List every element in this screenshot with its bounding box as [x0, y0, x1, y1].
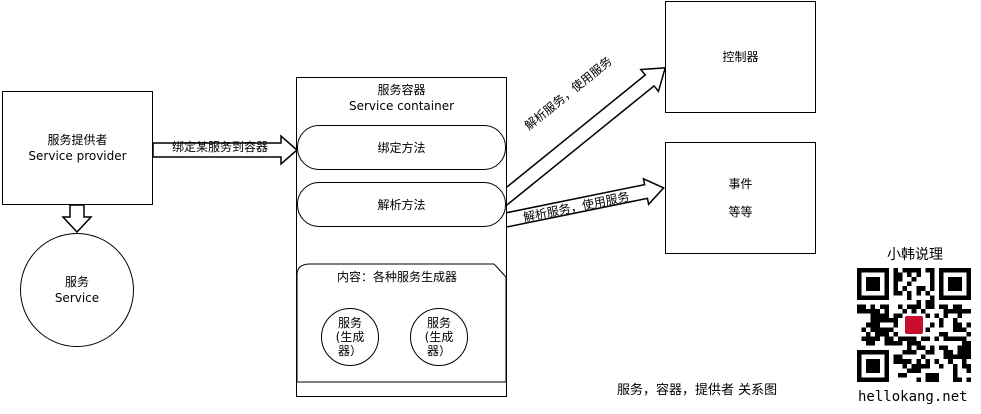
provider-subtitle: Service provider	[28, 149, 127, 163]
arrow-resolve-controller	[496, 67, 667, 207]
bind-method-label: 绑定方法	[377, 141, 426, 155]
container-subtitle: Service container	[348, 99, 455, 113]
generator-circle: 服务 (生成 器）	[321, 308, 379, 366]
arrow-provide-service	[61, 204, 93, 234]
resolve-method-pill: 解析方法	[297, 182, 506, 227]
generator-circle: 服务 (生成 器）	[410, 308, 468, 366]
brand-url: hellokang.net	[858, 389, 968, 405]
provider-title: 服务提供者	[47, 133, 108, 147]
seal-icon	[904, 315, 924, 335]
container-header: 服务容器 Service container	[297, 82, 506, 114]
content-label: 内容：各种服务生成器	[337, 270, 458, 284]
brand-name: 小韩说理	[887, 247, 943, 263]
controller-box: 控制器	[665, 1, 816, 113]
event-box: 事件 等等	[665, 142, 816, 254]
resolve-method-label: 解析方法	[377, 198, 426, 212]
service-circle: 服务 Service	[20, 233, 134, 347]
event-line1: 事件	[728, 177, 753, 191]
container-box: 服务容器 Service container 绑定方法 解析方法 内容：各种服务…	[296, 77, 507, 397]
event-line2: 等等	[728, 205, 753, 219]
arrow-bind	[152, 134, 299, 166]
arrow-bind-label: 绑定某服务到容器	[172, 140, 269, 154]
container-title: 服务容器	[377, 83, 426, 97]
service-title: 服务	[64, 275, 89, 289]
qr-code-icon	[857, 268, 971, 382]
bind-method-pill: 绑定方法	[297, 125, 506, 170]
diagram-caption: 服务，容器，提供者 关系图	[617, 383, 778, 398]
controller-title: 控制器	[722, 50, 759, 64]
arrow-resolve-event	[498, 177, 665, 229]
provider-box: 服务提供者 Service provider	[2, 91, 153, 205]
service-subtitle: Service	[54, 291, 100, 305]
